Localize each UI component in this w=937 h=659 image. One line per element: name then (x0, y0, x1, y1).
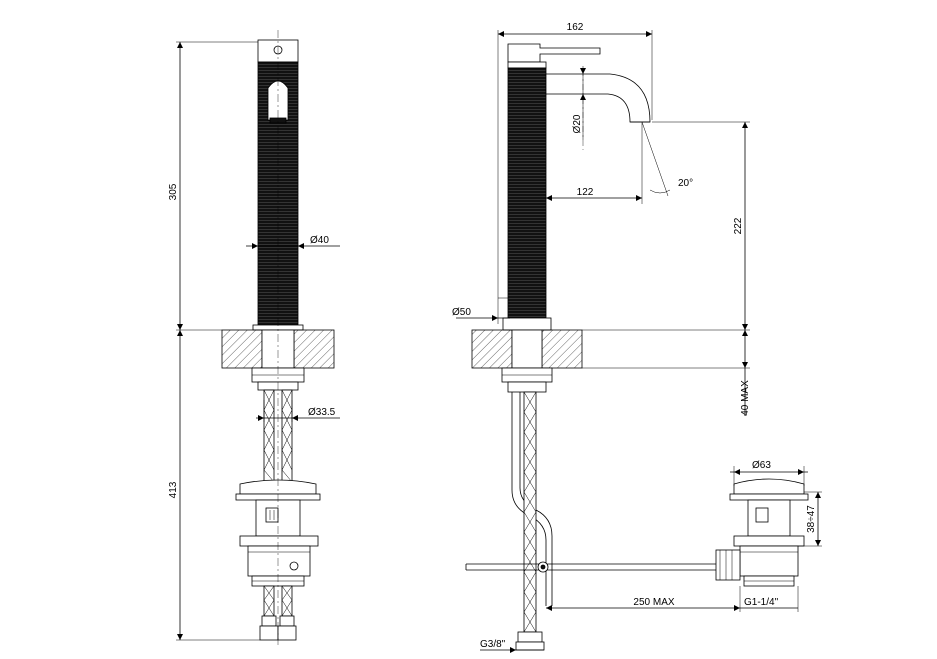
side-popup-rod (465, 561, 720, 573)
dim-spout-height: 222 (733, 217, 744, 234)
dim-front-lower-diameter: Ø33.5 (308, 407, 336, 418)
dim-front-lower-height: 413 (168, 481, 179, 498)
dim-base-diameter: Ø50 (452, 307, 471, 318)
dim-waste-height: 38÷47 (806, 505, 817, 533)
dim-spout-diameter: Ø20 (572, 114, 583, 133)
dim-deck-thickness: 40 MAX (740, 380, 751, 416)
front-hose-ends (259, 585, 297, 641)
side-deck-right (541, 329, 583, 369)
front-view: 305 413 Ø40 Ø33.5 (168, 30, 340, 645)
side-spout (545, 73, 651, 123)
dim-waste-thread: G1-1/4" (744, 597, 779, 608)
side-body (507, 67, 547, 331)
side-base-ring (502, 317, 552, 331)
dim-hose-thread: G3/8" (480, 639, 506, 650)
side-deck-left (471, 329, 513, 369)
side-waste (715, 478, 809, 587)
dim-side-width: 162 (567, 22, 584, 33)
front-deck-right (293, 329, 335, 369)
front-deck-left (221, 329, 263, 369)
dim-waste-diameter: Ø63 (752, 460, 771, 471)
side-hoses (511, 391, 553, 651)
dim-spout-reach: 122 (577, 187, 594, 198)
side-handle-lever (507, 43, 601, 63)
dim-rod-length: 250 MAX (633, 597, 674, 608)
dim-front-diameter: Ø40 (310, 235, 329, 246)
dim-front-height: 305 (168, 183, 179, 200)
side-view: 162 Ø20 122 20° 222 40 MAX Ø50 Ø63 (452, 22, 822, 653)
dim-spout-angle: 20° (678, 178, 693, 189)
